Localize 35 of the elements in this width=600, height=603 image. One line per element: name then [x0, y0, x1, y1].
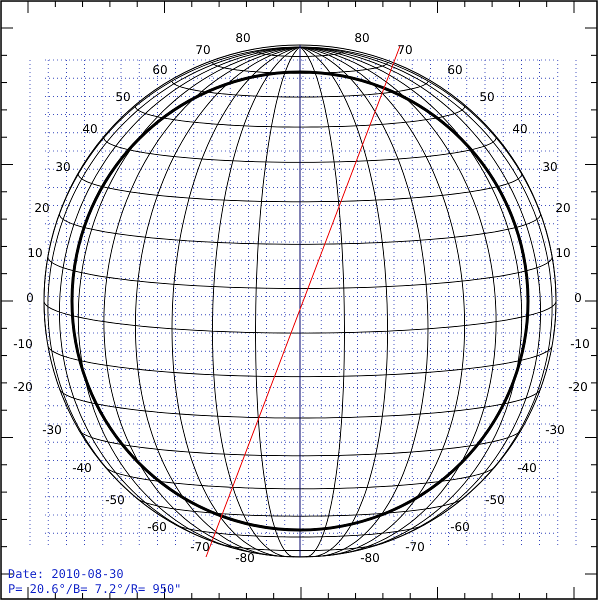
latitude-label: 40 — [82, 122, 98, 136]
latitude-label: 10 — [555, 246, 571, 260]
latitude-label: -50 — [485, 493, 505, 507]
latitude-label: 80 — [354, 31, 370, 45]
latitude-label: 60 — [152, 63, 168, 77]
latitude-label: 20 — [34, 201, 50, 215]
observation-info-text: Date: 2010-08-30 — [8, 567, 124, 581]
latitude-label: 30 — [542, 160, 558, 174]
latitude-label: -80 — [360, 551, 380, 565]
latitude-label: 70 — [195, 43, 211, 57]
latitude-label: 30 — [55, 160, 71, 174]
latitude-label: 50 — [479, 90, 495, 104]
latitude-label: -80 — [235, 551, 255, 565]
latitude-label: 20 — [555, 201, 571, 215]
latitude-label: -50 — [105, 493, 125, 507]
latitude-label: -10 — [13, 337, 33, 351]
latitude-label: -40 — [72, 461, 92, 475]
latitude-label: -60 — [147, 520, 167, 534]
latitude-label: -20 — [568, 380, 588, 394]
latitude-label: -60 — [450, 520, 470, 534]
latitude-label: -10 — [570, 337, 590, 351]
latitude-label: -20 — [13, 380, 33, 394]
latitude-label: -30 — [42, 423, 62, 437]
latitude-label: -40 — [517, 461, 537, 475]
latitude-label: 0 — [26, 291, 34, 305]
latitude-label: 0 — [574, 291, 582, 305]
latitude-label: 80 — [235, 31, 251, 45]
latitude-label: 50 — [115, 90, 131, 104]
latitude-label: -70 — [190, 540, 210, 554]
latitude-label: -30 — [545, 423, 565, 437]
latitude-label: 60 — [447, 63, 463, 77]
latitude-label: 70 — [397, 43, 413, 57]
latitude-label: -70 — [405, 540, 425, 554]
latitude-label: 40 — [512, 122, 528, 136]
latitude-label: 10 — [27, 246, 43, 260]
